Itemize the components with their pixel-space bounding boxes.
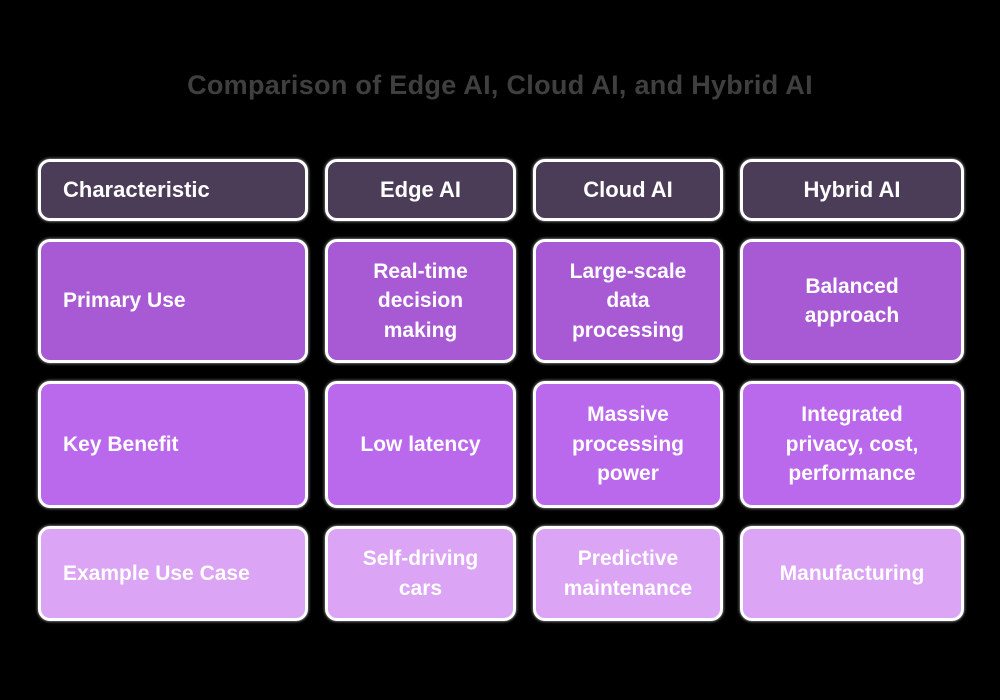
cell-key-benefit-hybrid-ai: Integrated privacy, cost, performance xyxy=(740,381,964,508)
header-cell-edge-ai: Edge AI xyxy=(325,159,516,221)
cell-key-benefit-cloud-ai: Massive processing power xyxy=(533,381,723,508)
cell-primary-use-hybrid-ai: Balanced approach xyxy=(740,239,964,363)
comparison-table: Characteristic Edge AI Cloud AI Hybrid A… xyxy=(38,159,964,621)
cell-primary-use-cloud-ai: Large-scale data processing xyxy=(533,239,723,363)
row-label-primary-use: Primary Use xyxy=(38,239,308,363)
header-cell-hybrid-ai: Hybrid AI xyxy=(740,159,964,221)
header-cell-characteristic: Characteristic xyxy=(38,159,308,221)
cell-example-use-case-edge-ai: Self-driving cars xyxy=(325,526,516,621)
cell-example-use-case-cloud-ai: Predictive maintenance xyxy=(533,526,723,621)
row-label-example-use-case: Example Use Case xyxy=(38,526,308,621)
cell-example-use-case-hybrid-ai: Manufacturing xyxy=(740,526,964,621)
cell-primary-use-edge-ai: Real-time decision making xyxy=(325,239,516,363)
cell-key-benefit-edge-ai: Low latency xyxy=(325,381,516,508)
header-cell-cloud-ai: Cloud AI xyxy=(533,159,723,221)
page-title: Comparison of Edge AI, Cloud AI, and Hyb… xyxy=(187,70,813,100)
row-label-key-benefit: Key Benefit xyxy=(38,381,308,508)
